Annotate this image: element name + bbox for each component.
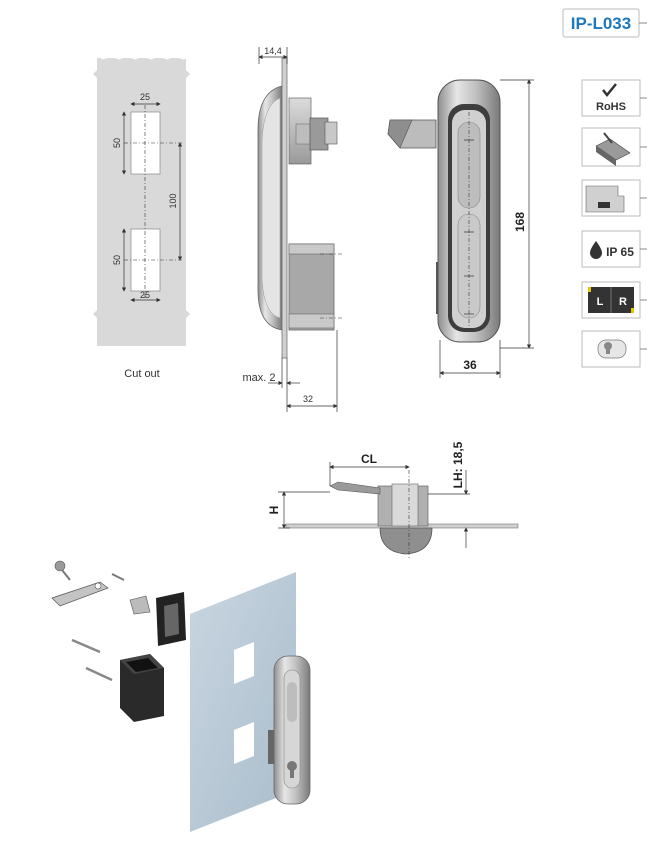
water-drop-icon: [590, 241, 602, 259]
cutout-spacing: 100: [168, 193, 178, 208]
cutout-caption: Cut out: [124, 368, 159, 380]
cutout-height-top: 50: [112, 138, 122, 148]
left-label: L: [597, 296, 604, 308]
side-depth: 14,4: [264, 46, 282, 56]
housing-box: [120, 654, 164, 722]
lock-cam-length: CL: [361, 452, 377, 466]
cutout-height-bottom: 50: [112, 255, 122, 265]
long-screw: [85, 666, 113, 682]
lock-lever-height: LH: 18,5: [451, 441, 465, 488]
ip-rating-label: IP 65: [606, 245, 634, 259]
ip-rating-icon: IP 65: [581, 230, 647, 268]
panel-edge-icon: [581, 179, 647, 217]
front-width: 36: [463, 358, 477, 372]
left-right-icon: L R: [581, 281, 647, 319]
long-screw: [71, 638, 101, 654]
side-length: 32: [303, 394, 313, 404]
locking-bar: [51, 581, 109, 607]
front-view: 168 36: [387, 79, 534, 378]
right-label: R: [619, 296, 627, 308]
rohs-icon: RoHS: [581, 79, 647, 117]
front-height: 168: [513, 212, 527, 232]
feature-icons: RoHS IP 65: [581, 79, 647, 368]
cutout-width-bottom: 25: [140, 290, 150, 300]
lock-height: H: [267, 506, 281, 515]
side-view: 14,4 max. 2 32: [242, 46, 344, 412]
gasket-frame: [156, 592, 186, 646]
cylinder-lock-icon: [581, 330, 647, 368]
product-code-badge: IP-L033: [562, 8, 647, 38]
screw-icon: [54, 560, 66, 572]
cutout-drawing: 25 50 100 50 25 Cut out: [93, 52, 193, 380]
handle-assembled: [268, 655, 311, 805]
side-panel-max: max. 2: [242, 372, 275, 384]
panel-plate: [190, 572, 296, 832]
exploded-assembly: [51, 560, 311, 832]
rohs-label: RoHS: [596, 101, 626, 113]
lock-side-view: CL LH: 18,5 H: [267, 441, 519, 560]
cutout-width-top: 25: [140, 92, 150, 102]
profile-icon: [581, 127, 647, 167]
product-code: IP-L033: [571, 14, 631, 33]
